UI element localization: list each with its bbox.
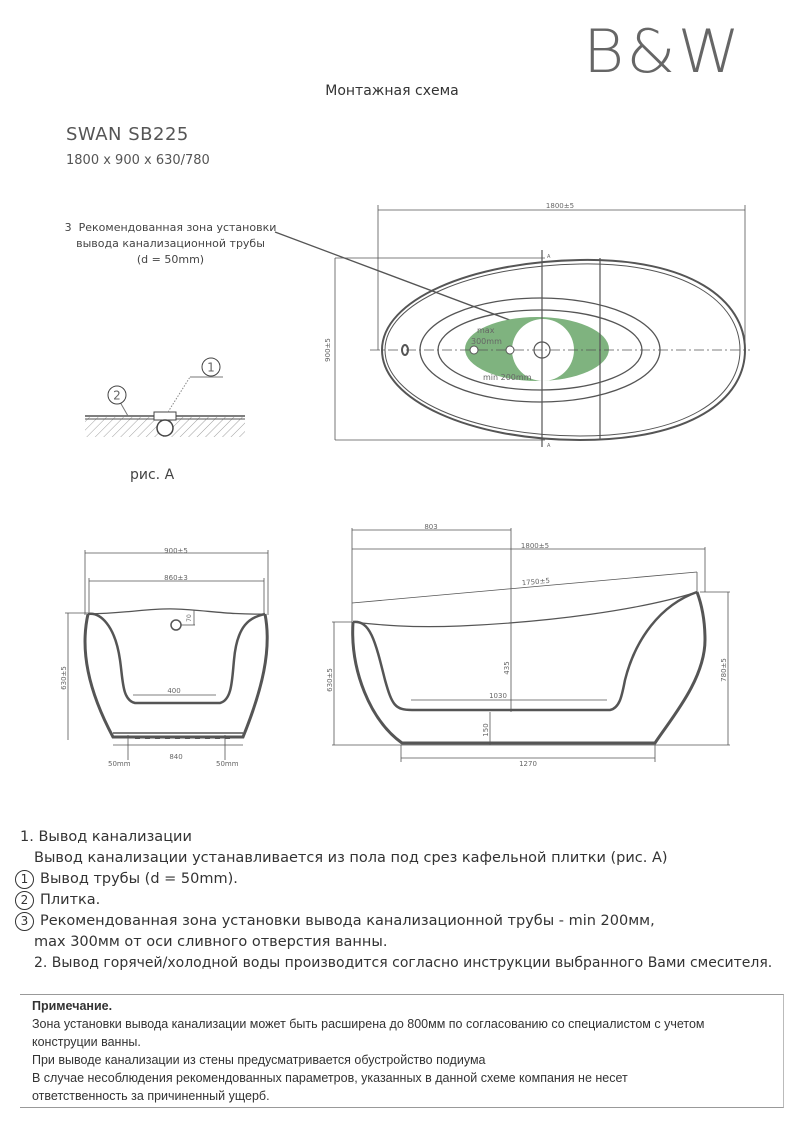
width-label: 900±5 — [324, 338, 332, 362]
installation-notes: 1. Вывод канализации Вывод канализации у… — [15, 827, 773, 974]
model-name: SWAN SB225 — [66, 124, 189, 145]
note-item-1-title: 1. Вывод канализации — [20, 829, 192, 845]
right-offset-label: 50mm — [216, 760, 239, 768]
remark-line: При выводе канализации из стены предусма… — [32, 1053, 486, 1067]
circled-2-icon: 2 — [15, 891, 34, 910]
axis-a-label: A — [547, 443, 551, 449]
length-label: 1800±5 — [546, 202, 574, 210]
note-c2-text: Плитка. — [40, 892, 101, 908]
brand-logo: B&W — [583, 17, 742, 87]
note-c3-text: Рекомендованная зона установки вывода ка… — [40, 913, 655, 929]
page-title: Монтажная схема — [325, 83, 459, 99]
front-base-label: 840 — [169, 753, 182, 761]
remark-line: ответственность за причиненный ущерб. — [32, 1089, 270, 1103]
marker-1: 1 — [207, 361, 215, 375]
side-bottom-label: 1030 — [489, 692, 507, 700]
side-depth-label: 435 — [503, 661, 511, 674]
front-top-width-label: 900±5 — [164, 547, 188, 555]
drain-exclusion-circle — [512, 319, 574, 381]
remark-line: конструции ванны. — [32, 1035, 141, 1049]
remark-box: Примечание. Зона установки вывода канали… — [20, 994, 784, 1108]
callout-number: 3 — [64, 221, 72, 234]
remark-line: В случае несоблюдения рекомендованных па… — [32, 1071, 628, 1085]
pipe-icon — [156, 419, 174, 437]
drain-zone-callout: 3 Рекомендованная зона установки вывода … — [58, 220, 283, 268]
side-outer-shell — [351, 591, 707, 745]
overflow-height-label: 70 — [186, 614, 193, 622]
remark-heading: Примечание. — [32, 999, 113, 1013]
note-c3-text-2: max 300мм от оси сливного отверстия ванн… — [34, 934, 388, 950]
circled-1-icon: 1 — [15, 870, 34, 889]
side-height-high-label: 780±5 — [720, 658, 728, 682]
overflow-icon — [401, 344, 409, 356]
max-label: max — [477, 326, 495, 335]
marker-1-icon — [201, 357, 221, 377]
front-bottom-label: 400 — [167, 687, 180, 695]
callout-line: Рекомендованная зона установки — [78, 221, 277, 234]
callout-leader-line — [274, 231, 516, 323]
side-base-label: 1270 — [519, 760, 537, 768]
min-label: min 200mm — [483, 373, 532, 382]
marker-2-icon — [107, 385, 127, 405]
axis-a-label: A — [547, 254, 551, 260]
model-dimensions: 1800 x 900 x 630/780 — [66, 153, 210, 168]
max-value: 300mm — [471, 337, 502, 346]
circled-3-icon: 3 — [15, 912, 34, 931]
side-length-label: 1800±5 — [521, 542, 549, 550]
note-c1-text: Вывод трубы (d = 50mm). — [40, 871, 238, 887]
callout-line: (d = 50mm) — [136, 253, 205, 266]
drain-icon — [533, 341, 551, 359]
side-floor-label: 150 — [482, 723, 490, 736]
callout-line: вывода канализационной трубы — [76, 237, 265, 250]
left-offset-label: 50mm — [108, 760, 131, 768]
side-height-low-label: 630±5 — [326, 668, 334, 692]
note-item-2: 2. Вывод горячей/холодной воды производи… — [34, 955, 773, 971]
side-rim-label: 1750±5 — [521, 577, 550, 587]
marker-2: 2 — [113, 389, 121, 403]
front-view-drawing — [65, 550, 269, 760]
figure-a-drawing: 1 2 — [85, 357, 245, 437]
side-view-drawing — [332, 528, 730, 762]
figure-a-caption: рис. A — [130, 467, 175, 483]
note-item-1-text: Вывод канализации устанавливается из пол… — [34, 850, 668, 866]
remark-line: Зона установки вывода канализации может … — [32, 1017, 705, 1031]
front-height-label: 630±5 — [60, 666, 68, 690]
side-head-label: 803 — [424, 523, 437, 531]
front-inner-width-label: 860±3 — [164, 574, 188, 582]
top-view-drawing: 1800±5 900±5 max 300mm min 200mm A A — [60, 202, 750, 768]
